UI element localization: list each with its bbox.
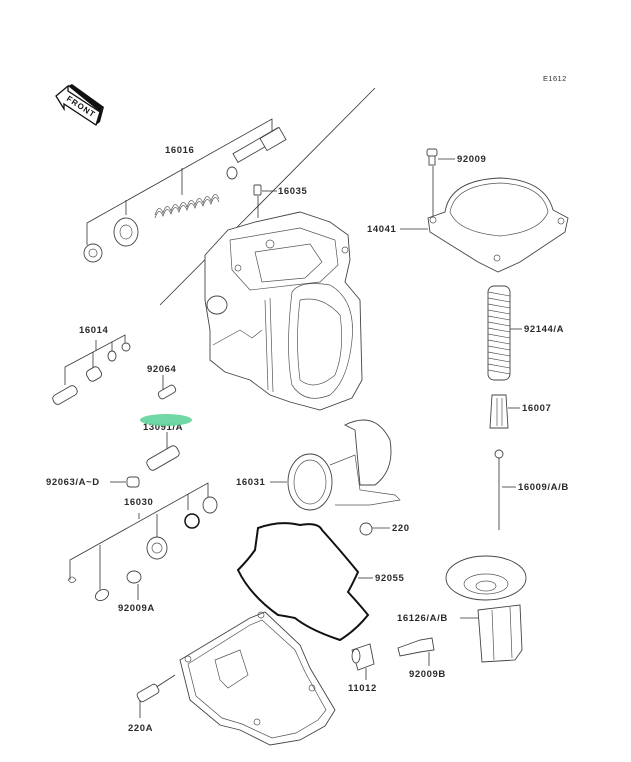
part-16031[interactable]: 16031 (236, 419, 401, 511)
part-13091[interactable]: 13091/A (140, 414, 192, 472)
part-16035[interactable]: 16035 (253, 184, 308, 218)
part-220A[interactable]: 220A (128, 683, 160, 734)
part-92144[interactable]: 92144/A (487, 285, 564, 381)
part-220[interactable]: 220 (359, 522, 410, 536)
label-220A: 220A (128, 723, 153, 734)
label-16035: 16035 (278, 186, 308, 197)
label-16016: 16016 (165, 145, 194, 156)
part-92009B[interactable]: 92009B (397, 637, 446, 680)
label-92009B: 92009B (409, 669, 446, 680)
label-16014: 16014 (79, 325, 109, 336)
label-16126: 16126/A/B (397, 613, 448, 624)
part-16009[interactable]: 16009/A/B (494, 449, 569, 530)
part-92063[interactable]: 92063/A~D (46, 476, 140, 488)
float-bowl[interactable] (154, 611, 336, 746)
label-13091: 13091/A (143, 422, 183, 433)
part-11012[interactable]: 11012 (348, 643, 377, 694)
part-92009-top[interactable]: 92009 (426, 148, 486, 216)
label-92063: 92063/A~D (46, 477, 100, 488)
part-16126[interactable]: 16126/A/B (397, 555, 527, 663)
label-16031: 16031 (236, 477, 266, 488)
label-92055: 92055 (375, 573, 405, 584)
part-92055[interactable]: 92055 (236, 522, 405, 642)
part-16014[interactable]: 16014 (51, 325, 131, 406)
axis-line (159, 87, 376, 306)
label-11012: 11012 (348, 683, 377, 694)
figure-code: E1612 (543, 74, 567, 83)
front-arrow-icon: FRONT (55, 84, 104, 127)
part-14041[interactable]: 14041 (367, 177, 569, 273)
part-92064[interactable]: 92064 (147, 364, 177, 400)
part-16030[interactable]: 16030 (67, 482, 218, 603)
label-220: 220 (392, 523, 410, 534)
label-16009: 16009/A/B (518, 482, 569, 493)
part-16007[interactable]: 16007 (489, 394, 551, 429)
label-16007: 16007 (522, 403, 551, 414)
label-92009A: 92009A (118, 603, 155, 614)
part-92009A[interactable]: 92009A (118, 570, 155, 614)
label-92144: 92144/A (524, 324, 564, 335)
label-16030: 16030 (124, 497, 153, 508)
label-92064: 92064 (147, 364, 177, 375)
carburetor-body[interactable] (204, 211, 363, 411)
label-92009: 92009 (457, 154, 486, 165)
highlight-marker (140, 414, 192, 426)
part-16016[interactable]: 16016 (83, 118, 287, 263)
label-14041: 14041 (367, 224, 397, 235)
